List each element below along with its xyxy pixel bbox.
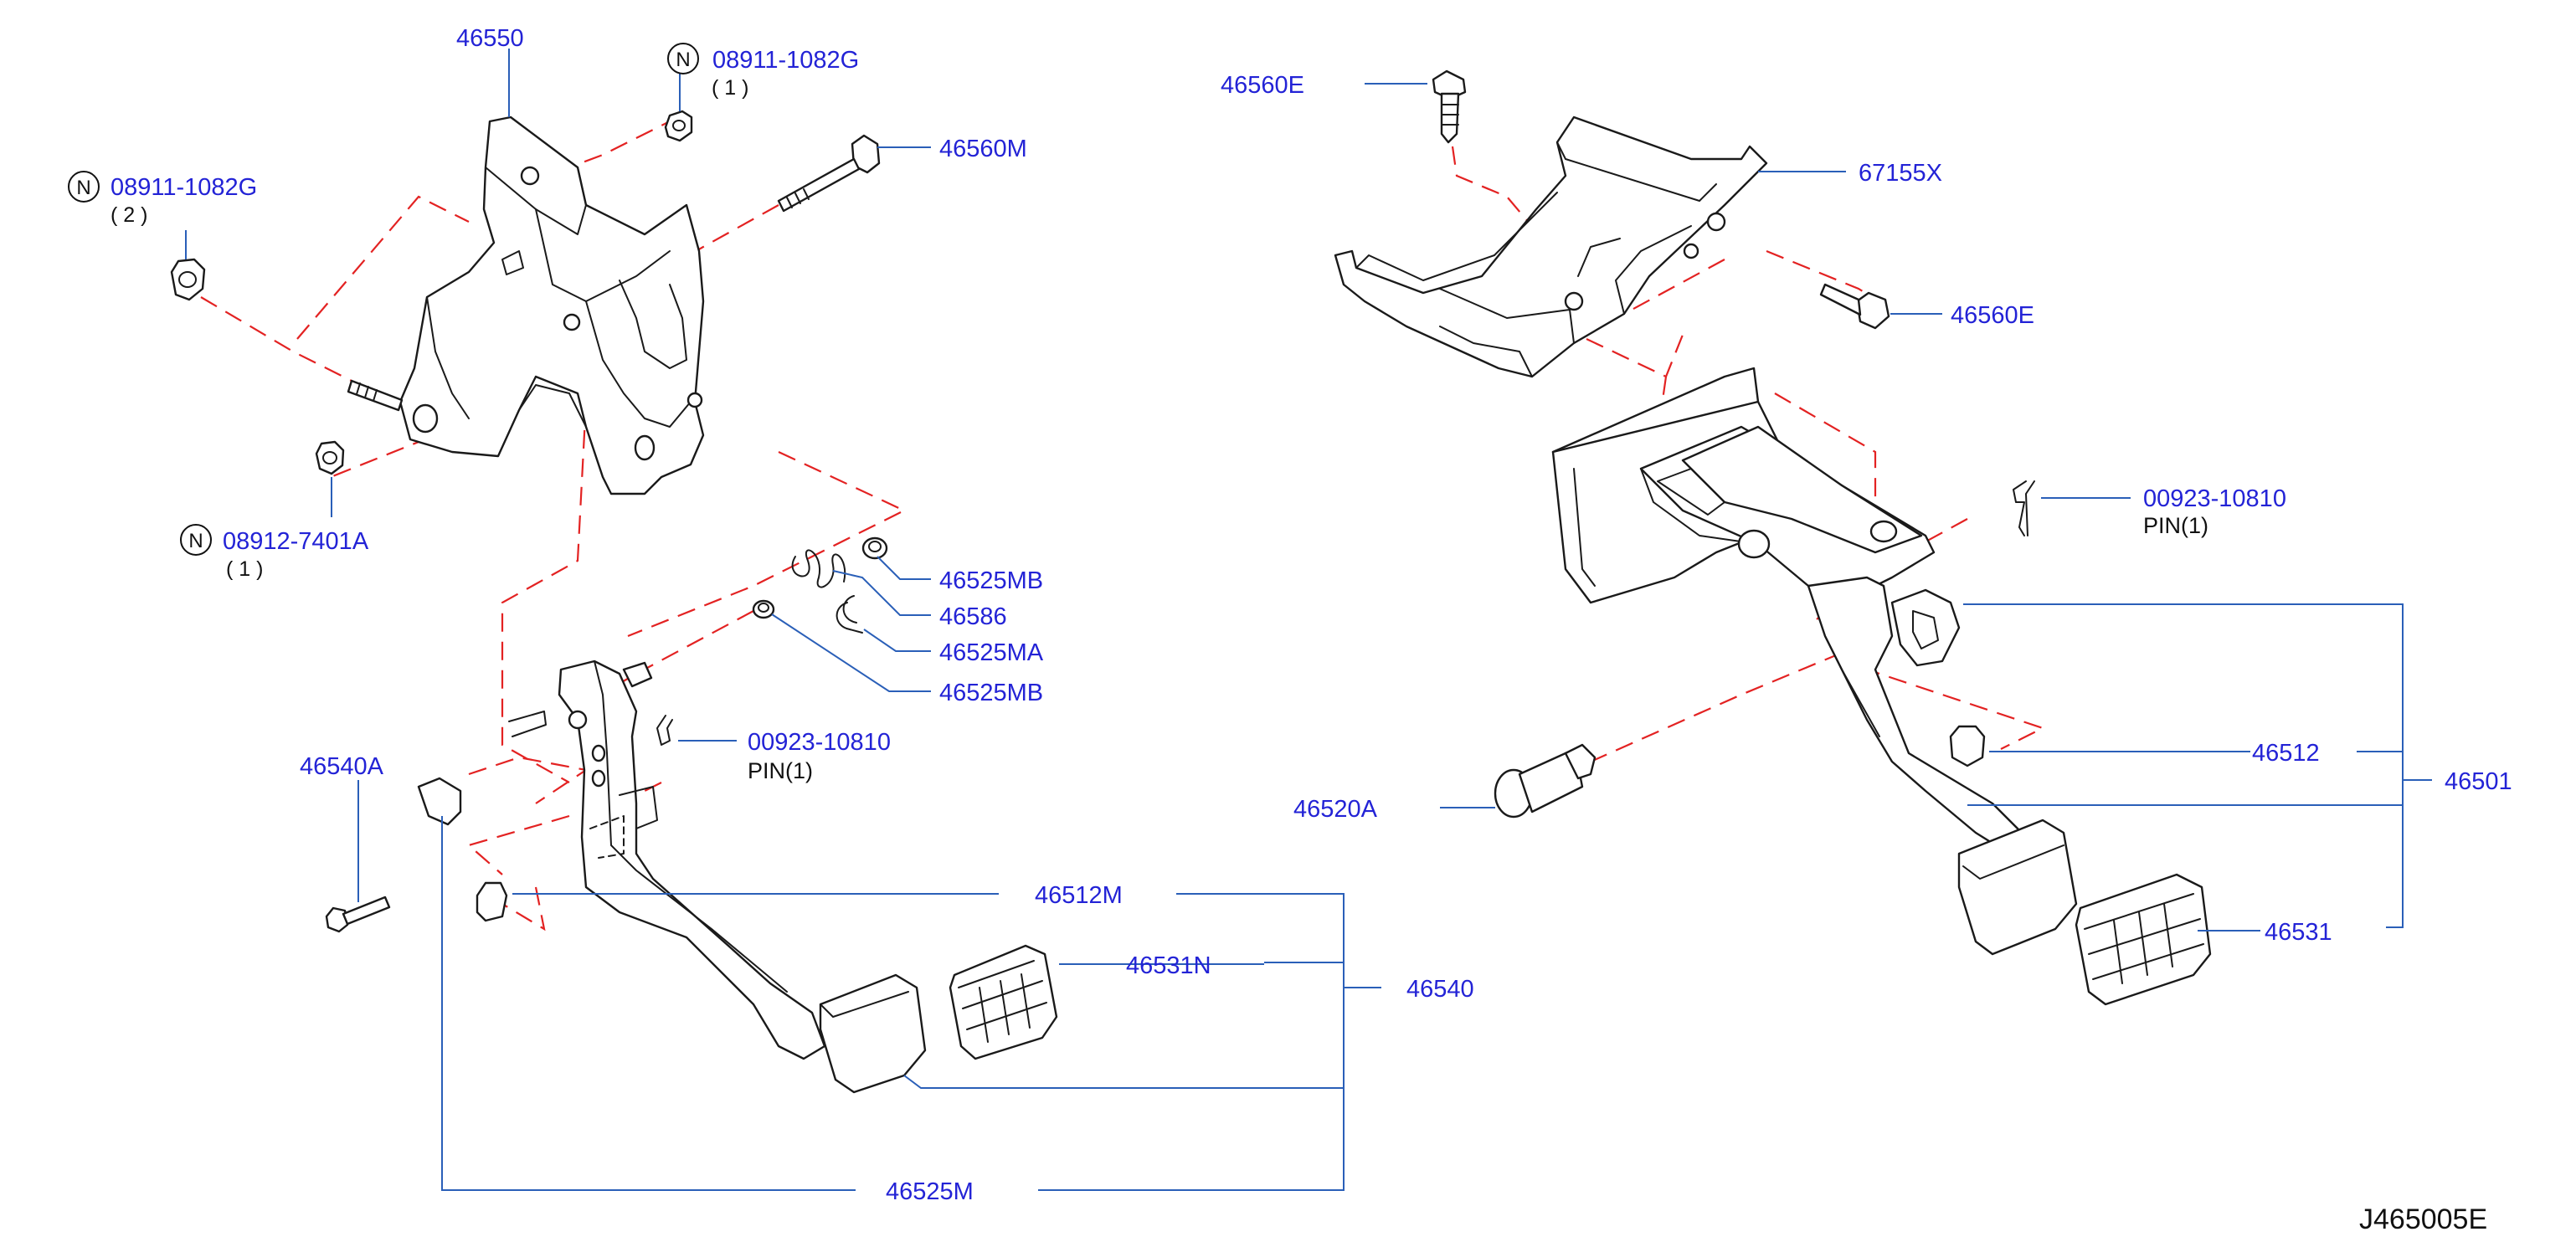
label-46525M: 46525M <box>886 1178 974 1205</box>
pedal-bracket-46550 <box>398 115 705 495</box>
label-46560E-top: 46560E <box>1221 72 1304 99</box>
label-46550: 46550 <box>456 25 524 52</box>
stopper-bracket <box>417 777 462 826</box>
label-46512: 46512 <box>2252 740 2320 767</box>
nut-marker-2: N <box>68 171 100 203</box>
label-46540A: 46540A <box>300 753 384 780</box>
label-08912-7401A: 08912-7401A <box>223 528 369 555</box>
clip-46525MA <box>836 595 863 634</box>
label-46560M: 46560M <box>939 136 1027 162</box>
qty-top-nut: ( 1 ) <box>712 76 748 100</box>
label-46520A: 46520A <box>1293 796 1378 823</box>
pin-00923-10810-right <box>2013 480 2035 536</box>
label-46525MA: 46525MA <box>939 639 1044 666</box>
nut-08911-1082G-left <box>170 258 206 301</box>
label-00923-10810-left: 00923-10810 <box>748 729 891 756</box>
stopper-rubber-46512M <box>476 881 508 922</box>
label-67155X: 67155X <box>1859 160 1942 187</box>
leader-lines <box>185 49 2432 1191</box>
brake-pedal-assembly-46501 <box>1551 367 2078 956</box>
label-08911-1082G-top: 08911-1082G <box>712 47 859 74</box>
bushing-46525MB-lower <box>752 599 775 619</box>
pedal-pad-46531N <box>949 944 1058 1060</box>
svg-text:N: N <box>76 177 90 199</box>
stopper-bolt-46540A <box>325 896 391 933</box>
label-00923-10810-right: 00923-10810 <box>2143 485 2286 512</box>
label-46540: 46540 <box>1406 976 1474 1003</box>
pedal-pad-46531 <box>2075 873 2212 1006</box>
label-08911-1082G-left: 08911-1082G <box>111 174 257 201</box>
switch-46520A <box>1494 743 1597 819</box>
nut-08912-7401A <box>315 440 345 475</box>
stopper-46512 <box>1949 725 1986 767</box>
reference-code: J465005E <box>2359 1204 2487 1235</box>
label-pin-left: PIN(1) <box>748 758 813 783</box>
bolt-46560E-top <box>1432 69 1467 144</box>
label-46501: 46501 <box>2445 768 2512 795</box>
label-46525MB-lower: 46525MB <box>939 680 1043 706</box>
bushing-46525MB-top <box>861 536 888 560</box>
nut-marker-1: N <box>667 43 699 74</box>
nut-08911-1082G-top <box>664 110 693 142</box>
bolt-46560E-right <box>1819 283 1890 330</box>
label-pin-right: PIN(1) <box>2143 513 2208 538</box>
pin-00923-10810-left <box>656 715 673 746</box>
label-46586: 46586 <box>939 603 1007 630</box>
label-46525MB-top: 46525MB <box>939 567 1043 594</box>
bracket-67155X <box>1334 115 1768 378</box>
svg-text:N: N <box>188 530 203 552</box>
label-46560E-right: 46560E <box>1951 302 2034 329</box>
bracket-stud <box>347 379 404 412</box>
spring-46586 <box>791 549 846 588</box>
qty-lower-nut: ( 1 ) <box>226 557 263 581</box>
bolt-46560M <box>777 134 881 213</box>
svg-text:N: N <box>676 49 690 71</box>
nut-marker-3: N <box>180 524 212 556</box>
clutch-pedal-pad-base <box>819 973 927 1094</box>
label-46531N: 46531N <box>1126 952 1211 979</box>
clutch-pedal-46540 <box>508 659 826 1060</box>
label-46531: 46531 <box>2265 919 2332 946</box>
label-46512M: 46512M <box>1035 882 1123 909</box>
qty-left-nut: ( 2 ) <box>111 203 147 227</box>
